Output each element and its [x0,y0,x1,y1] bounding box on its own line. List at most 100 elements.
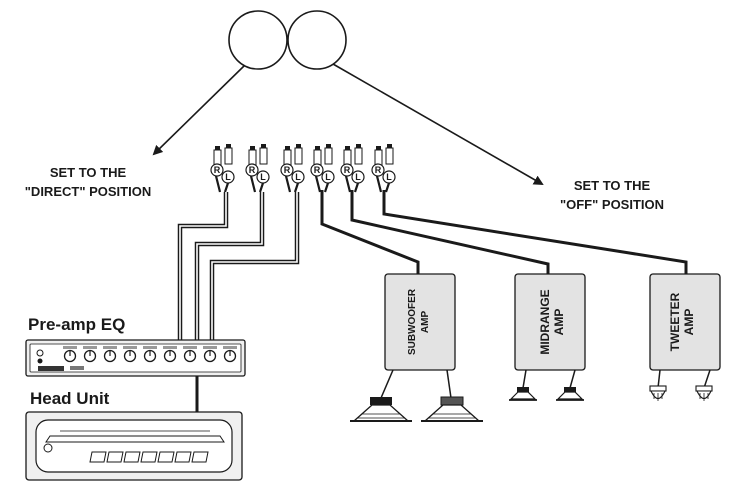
cable-sub-a [320,190,420,274]
switch-circle-left [228,10,288,70]
headunit-button [191,451,209,463]
cables-to-amps [320,190,688,274]
rca-jack-pair-1: RL [210,144,235,193]
rca-jack-pair-6: RL [371,144,396,193]
subwoofer-amp-sub: AMP [420,311,431,334]
direct-label-line1: SET TO THE [50,165,127,180]
rca-jack-pair-2: RL [245,144,270,193]
headunit-label: Head Unit [30,389,110,408]
rca-right-letter: R [314,165,321,175]
rca-plug-body [259,147,268,165]
rca-plug-tip [356,144,361,148]
midrange-speaker-right [556,387,584,401]
headunit-knob [43,443,53,453]
cable-preamp-2 [194,192,265,344]
rca-left-letter: L [295,172,301,182]
headunit-button [89,451,107,463]
eq-knob-label-mark [103,346,117,349]
midrange-amp-label: MIDRANGE [538,289,552,354]
cd-slot [45,435,225,443]
cable-sub-b [350,190,550,274]
rca-jack-pair-5: RL [340,144,365,193]
rca-plug-body [324,147,333,165]
rca-plug-tip [250,146,255,150]
cable-preamp-1 [177,192,229,344]
eq-knob-row [63,346,237,363]
off-label-line1: SET TO THE [574,178,651,193]
rca-plug-body [224,147,233,165]
rca-plug-tip [345,146,350,150]
rca-jack-pair-3: RL [280,144,305,193]
headunit-button [174,451,192,463]
rca-plug-tip [285,146,290,150]
eq-knob-label-mark [183,346,197,349]
tweeter-amp: TWEETER AMP [649,273,721,371]
eq-knob-label-mark [83,346,97,349]
rca-left-letter: L [355,172,361,182]
rca-right-letter: R [284,165,291,175]
rca-cable-stub [314,175,330,193]
direct-label-line2: "DIRECT" POSITION [25,184,151,199]
rca-left-letter: L [325,172,331,182]
subwoofer-speaker-left [350,397,412,422]
tweeter-amp-label: TWEETER [668,292,682,351]
eq-knob-label-mark [143,346,157,349]
rca-plug-tip [215,146,220,150]
rca-right-letter: R [375,165,382,175]
preamp-brand-badge [38,366,64,371]
subwoofer-speaker-right [421,396,483,422]
rca-plug-tip [226,144,231,148]
headunit-button [123,451,141,463]
subwoofer-amp: SUBWOOFER AMP [384,273,456,371]
rca-plug-tip [326,144,331,148]
eq-knob-label-mark [63,346,77,349]
rca-right-letter: R [344,165,351,175]
off-label-line2: "OFF" POSITION [560,197,664,212]
headunit-button-row [89,451,209,463]
midrange-amp: MIDRANGE AMP [514,273,586,371]
rca-plug-tip [376,146,381,150]
arrow-to-direct [152,65,245,156]
arrow-to-off [332,63,544,185]
headunit-button [140,451,158,463]
rca-left-letter: L [386,172,392,182]
tweeter-left [649,385,667,401]
preamp-label: Pre-amp EQ [28,315,125,334]
rca-cable-stub [344,175,360,193]
tweeter-amp-sub: AMP [682,309,696,336]
midrange-speaker-left [509,387,537,401]
eq-knob-label-mark [163,346,177,349]
rca-right-letter: R [249,165,256,175]
rca-plug-body [354,147,363,165]
preamp-model-tag [70,366,84,370]
cables-to-preamp-inner [179,192,298,344]
rca-plug-tip [315,146,320,150]
preamp-power-knob [36,349,44,357]
rca-cable-stub [375,175,391,193]
headunit-button [106,451,124,463]
switch-circle-right [287,10,347,70]
eq-knob-label-mark [203,346,217,349]
rca-left-letter: L [260,172,266,182]
rca-plug-body [294,147,303,165]
rca-jack-pair-4: RL [310,144,335,193]
eq-knob-label-mark [123,346,137,349]
midrange-amp-sub: AMP [552,309,566,336]
rca-right-letter: R [214,165,221,175]
rca-plug-tip [296,144,301,148]
cable-tweet [382,190,688,274]
preamp-small-knob [37,358,43,364]
subwoofer-amp-label: SUBWOOFER [407,288,418,355]
headunit-button [157,451,175,463]
rca-plug-body [385,147,394,165]
rca-left-letter: L [225,172,231,182]
speaker-wires [380,369,711,399]
rca-cable-stub [284,175,300,193]
rca-plug-tip [261,144,266,148]
eq-knob-label-mark [223,346,237,349]
head-unit [25,411,243,481]
tweeter-right [695,385,713,401]
